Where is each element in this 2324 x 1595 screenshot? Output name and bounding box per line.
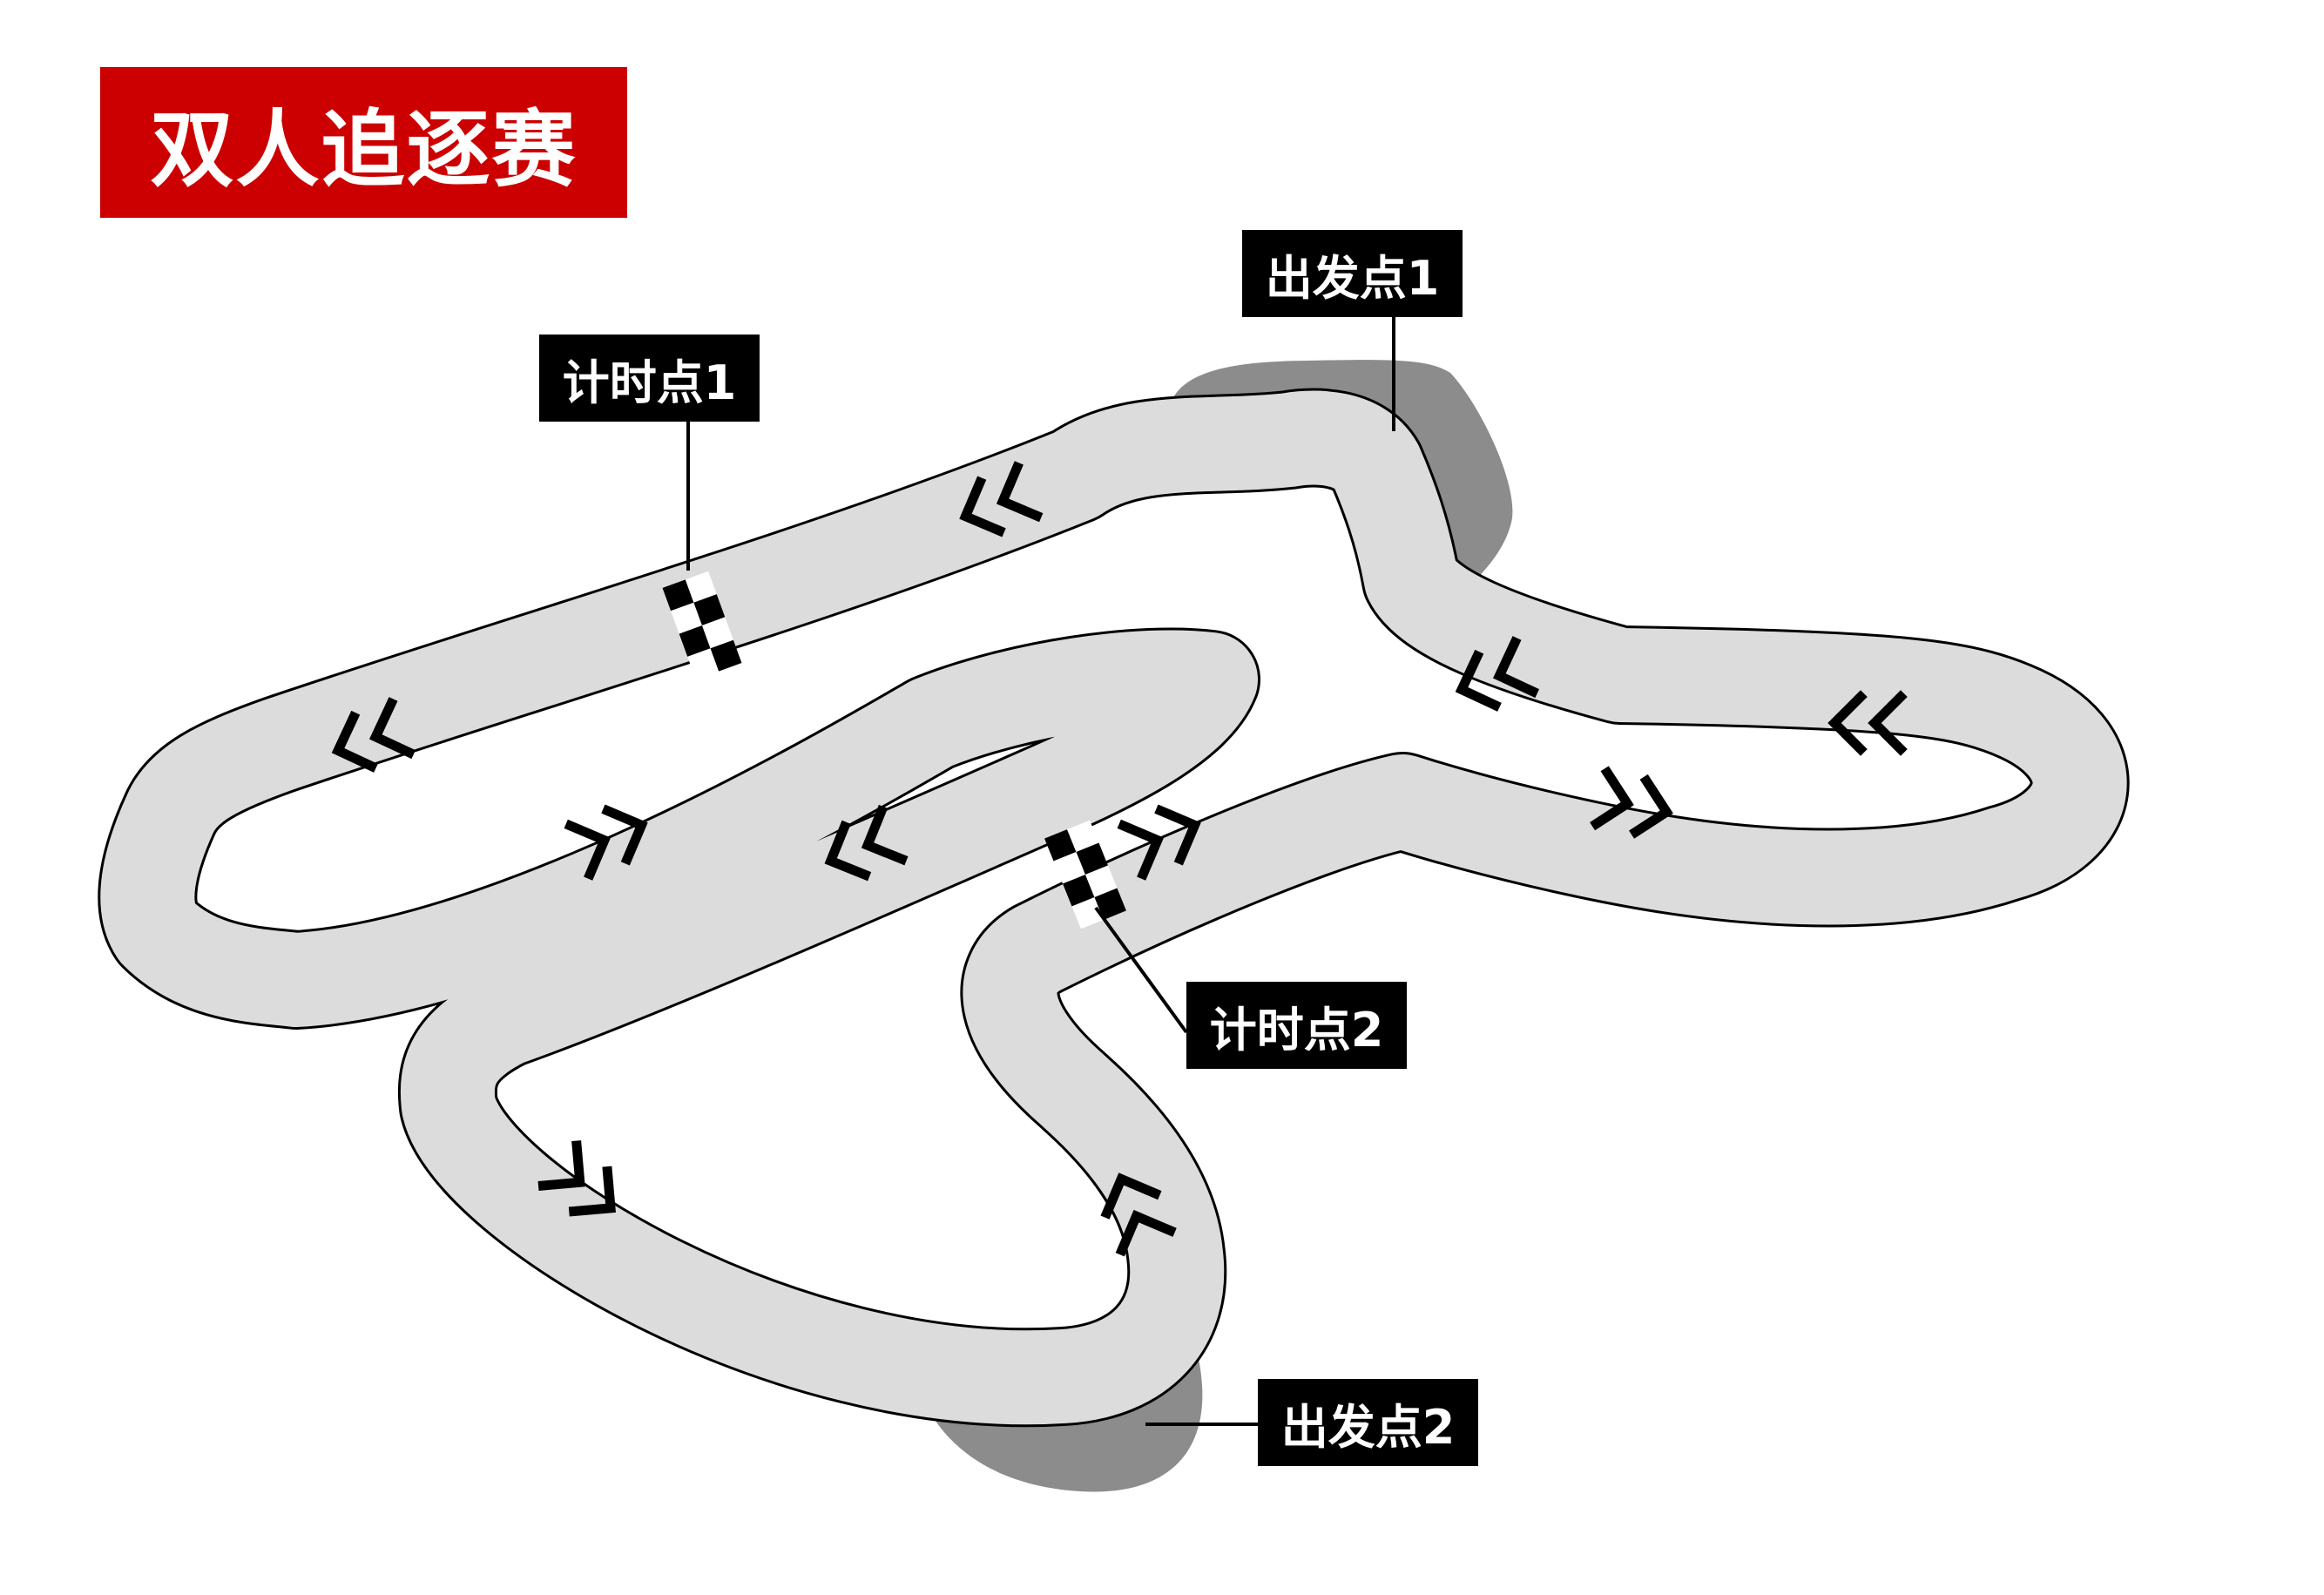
direction-arrow-3 [564, 804, 648, 881]
start-point-1-label: 出发点1 [1242, 230, 1463, 317]
timing-point-1-label: 计时点1 [539, 335, 760, 422]
direction-arrow-1 [959, 461, 1044, 537]
direction-arrow-4 [824, 804, 909, 882]
leader-line-timing-2 [1094, 906, 1188, 1034]
direction-arrow-9 [1100, 1173, 1177, 1257]
direction-arrow-7 [1827, 690, 1908, 756]
track-surface [100, 390, 2127, 1425]
direction-arrow-8 [1590, 766, 1673, 839]
checkered-timing-line-2 [1044, 820, 1126, 929]
direction-arrow-6 [1455, 636, 1540, 712]
direction-arrow-10 [537, 1140, 617, 1217]
direction-arrow-2 [331, 697, 416, 773]
direction-arrow-5 [1117, 804, 1201, 881]
page-title: 双人追逐赛 [100, 67, 627, 218]
checkered-timing-line-1 [662, 571, 742, 680]
start-point-2-label: 出发点2 [1258, 1379, 1478, 1466]
timing-point-2-label: 计时点2 [1186, 982, 1407, 1069]
